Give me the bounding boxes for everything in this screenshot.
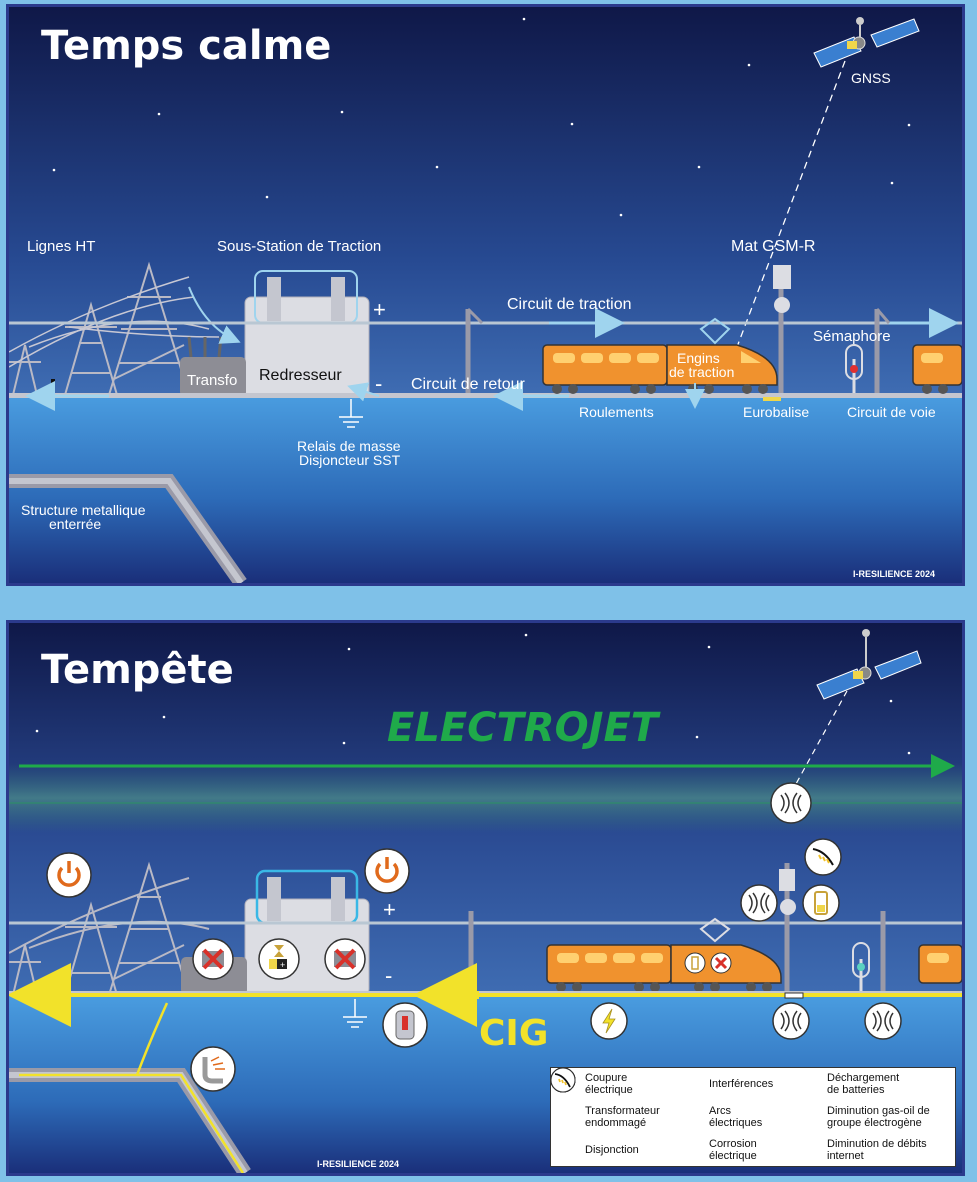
semaphore-signal (845, 344, 863, 397)
cig-label: CIG (479, 1013, 548, 1054)
transfo-label: Transfo (187, 372, 237, 389)
relais-label-2: Disjoncteur SST (299, 452, 401, 468)
page-title-storm: Tempête (41, 647, 234, 693)
minus-sign-storm: - (385, 963, 392, 988)
interference-icon (740, 884, 778, 922)
breaker-icon (382, 1002, 428, 1048)
battery-icon (802, 884, 840, 922)
semaphore-label: Sémaphore (813, 328, 891, 345)
panel-calm: Temps calme GNSS Lignes HT Sous-Station … (6, 4, 965, 586)
credit-label: I-RESILIENCE 2024 (853, 569, 935, 579)
circuit-retour-label: Circuit de retour (411, 376, 525, 393)
mat-gsmr-label: Mat GSM-R (731, 238, 815, 255)
buried-structure (9, 474, 247, 583)
structure-label-1: Structure metallique (21, 502, 146, 518)
structure-label-2: enterrée (49, 516, 101, 532)
legend-label: Disjonction (585, 1143, 639, 1156)
train (542, 317, 962, 394)
electrojet-label: ELECTROJET (387, 705, 661, 751)
legend (550, 1067, 956, 1167)
corrosion-icon (550, 1067, 706, 1163)
lignes-ht-label: Lignes HT (27, 238, 95, 255)
circuit-traction-label: Circuit de traction (507, 296, 632, 313)
sous-station-label: Sous-Station de Traction (217, 238, 381, 255)
transformer-damaged-icon (324, 938, 366, 980)
battery-icon (550, 1067, 824, 1097)
circuit-voie-label: Circuit de voie (847, 404, 936, 420)
roulements-label: Roulements (579, 404, 654, 420)
satellite-icon (813, 17, 920, 68)
gnss-label: GNSS (851, 70, 891, 86)
legend-item: Disjonction (550, 1067, 674, 1166)
transformer-damaged-icon (550, 1067, 582, 1130)
legend-item: Interférences (550, 1067, 792, 1100)
power-icon (364, 848, 410, 894)
redresseur-label: Redresseur (259, 367, 342, 384)
lightning-icon (590, 1002, 628, 1040)
internet-icon (804, 838, 842, 876)
minus-sign: - (375, 371, 382, 396)
page-title: Temps calme (41, 23, 331, 69)
corrosion-icon (190, 1046, 236, 1092)
credit-label-storm: I-RESILIENCE 2024 (317, 1159, 399, 1169)
eurobalise-label: Eurobalise (743, 404, 809, 420)
breaker-icon (550, 1067, 582, 1163)
interference-icon (770, 782, 812, 824)
interference-icon (550, 1067, 706, 1097)
generator-icon: + (258, 938, 300, 980)
ground-symbol (339, 399, 363, 428)
interference-icon (864, 1002, 902, 1040)
engins-label-2: de traction (669, 364, 734, 380)
pylons (9, 261, 190, 396)
panel-storm: Tempête ELECTROJET + - (6, 620, 965, 1176)
engins-label-1: Engins (677, 350, 720, 366)
lightning-icon (550, 1067, 706, 1130)
internet-icon (550, 1067, 824, 1163)
power-icon (46, 852, 92, 898)
plus-sign-storm: + (383, 897, 396, 922)
generator-icon (550, 1067, 824, 1130)
svg-text:+: + (280, 960, 285, 970)
satellite-icon-storm (816, 629, 922, 700)
eurobalise (763, 397, 781, 401)
transformer-damaged-icon (192, 938, 234, 980)
gsmr-antenna (773, 265, 791, 289)
stars (52, 17, 911, 217)
relais-label-1: Relais de masse (297, 438, 401, 454)
storm-diagram: Tempête ELECTROJET + - (9, 623, 962, 1173)
legend-label: Interférences (709, 1077, 774, 1090)
plus-sign: + (373, 297, 386, 322)
calm-diagram: Temps calme GNSS Lignes HT Sous-Station … (9, 7, 962, 583)
transfo (180, 336, 246, 397)
interference-icon (772, 1002, 810, 1040)
